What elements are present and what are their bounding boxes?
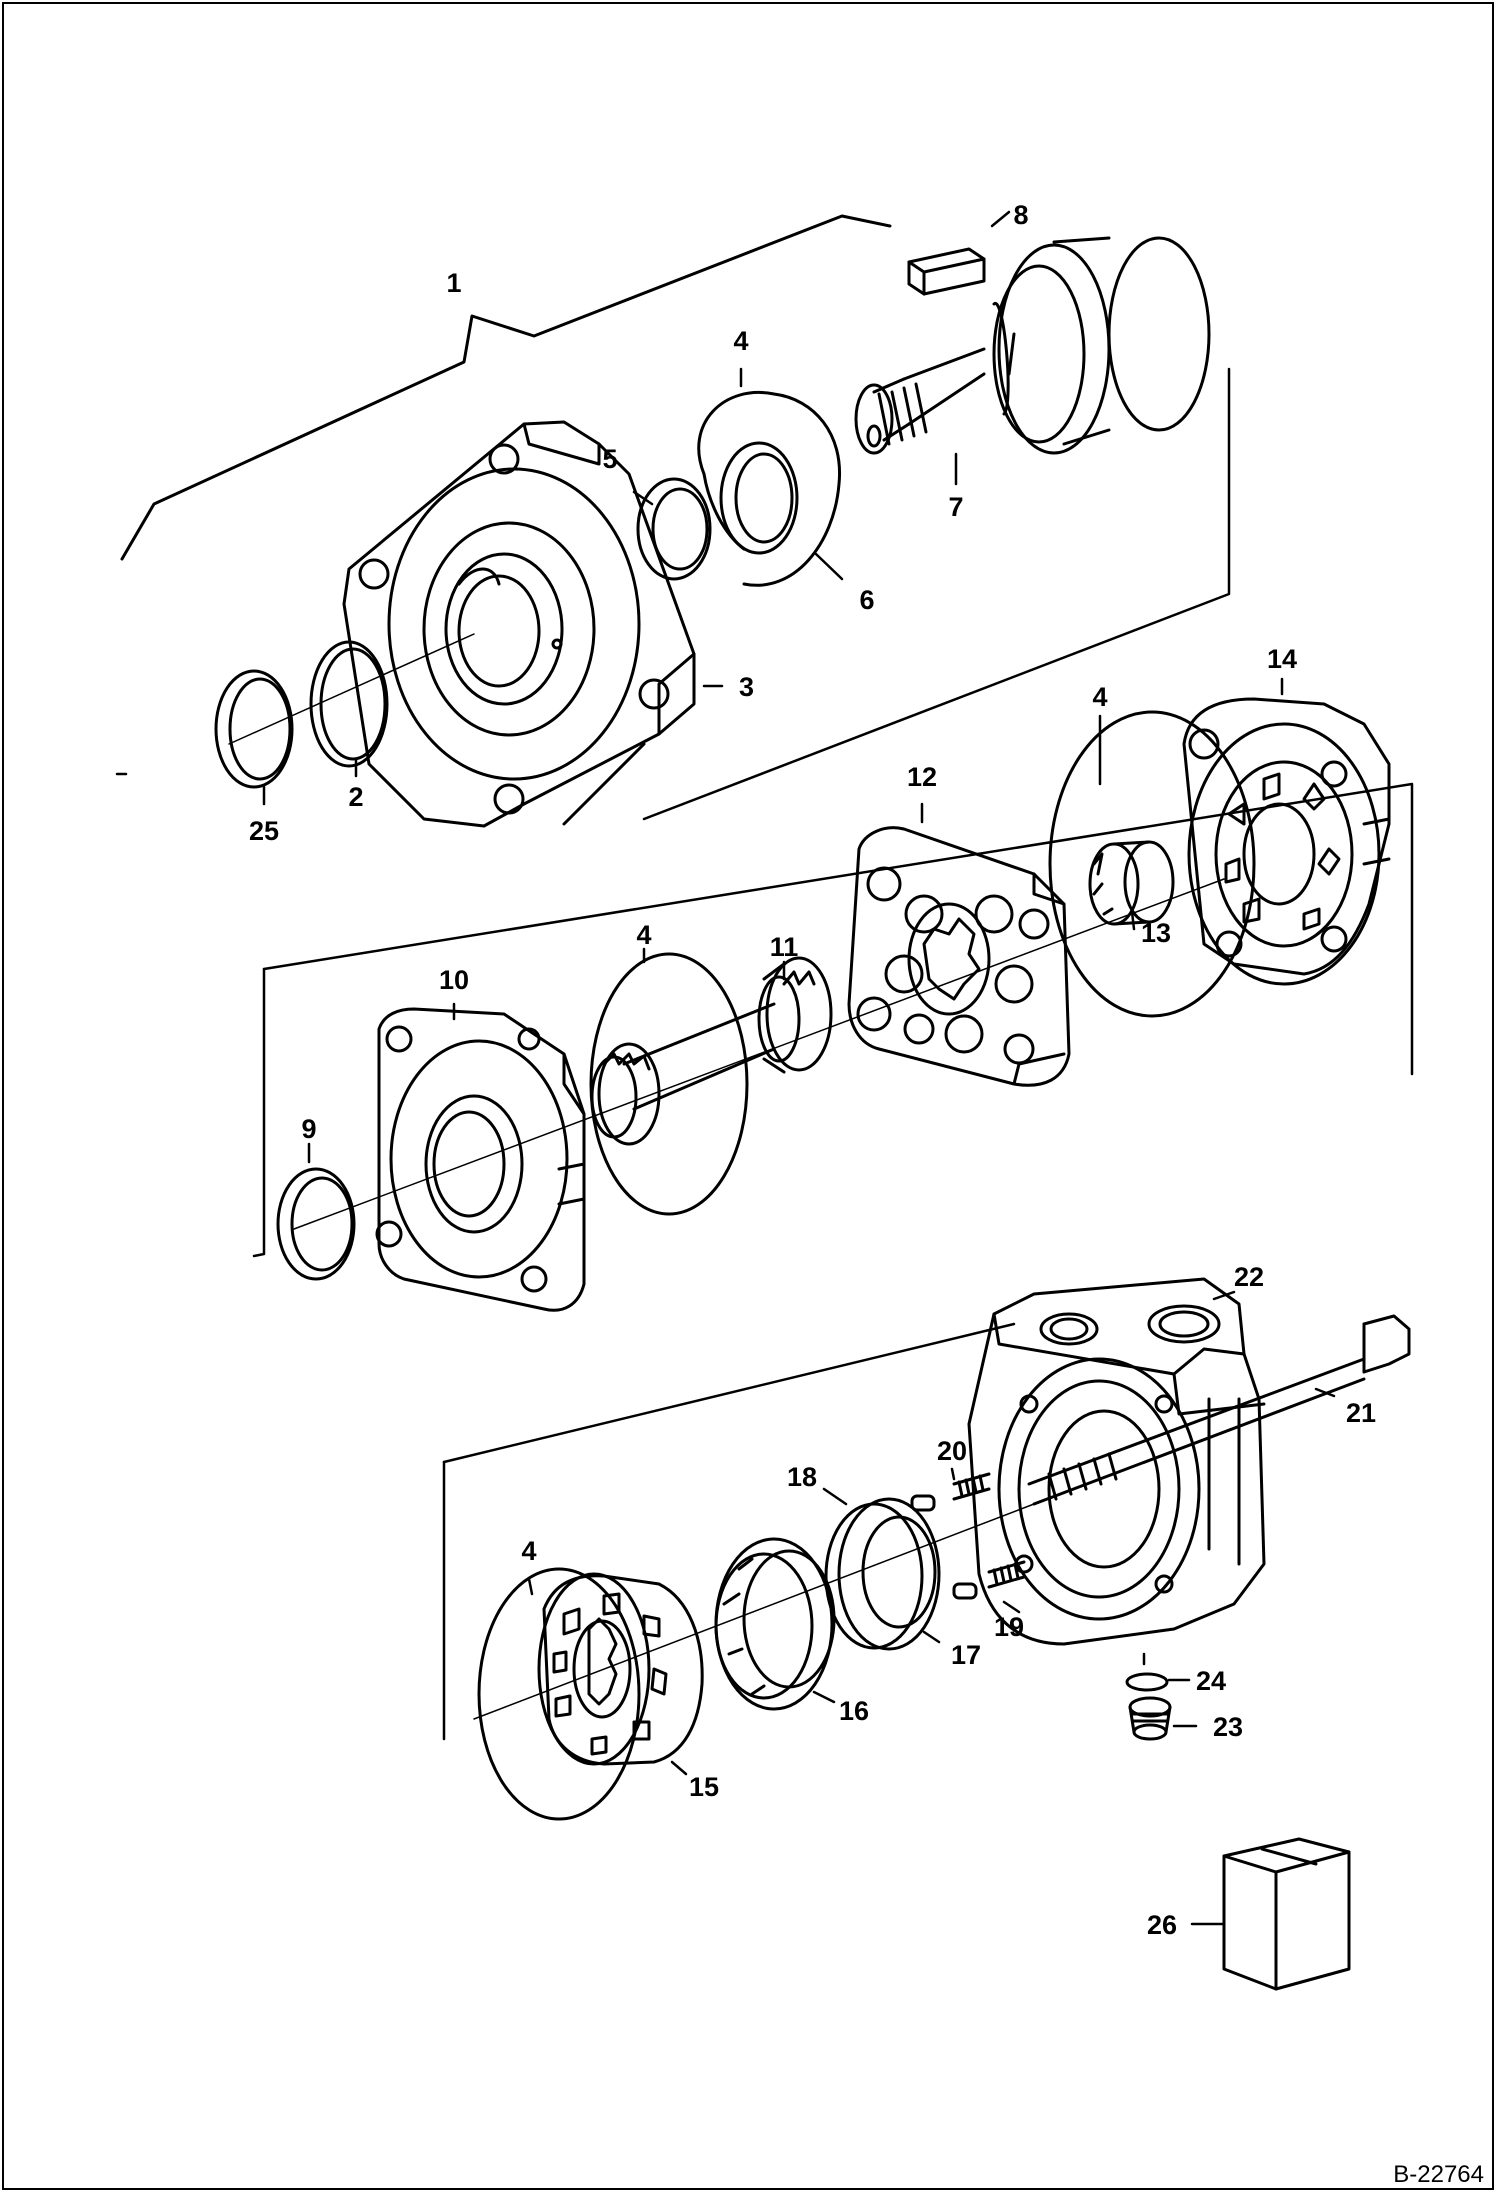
callout-22: 22 [1234, 1262, 1264, 1292]
callout-4-mid-left: 4 [636, 920, 651, 950]
part-19-spring-bottom [952, 1560, 1026, 1600]
callout-24: 24 [1196, 1666, 1226, 1696]
callout-7: 7 [948, 492, 963, 522]
part-24-o-ring [1125, 1672, 1169, 1692]
part-21-bolt [1027, 1314, 1411, 1506]
leader-lines [262, 210, 1336, 1926]
callout-13: 13 [1141, 918, 1171, 948]
callout-19: 19 [994, 1612, 1024, 1642]
callout-26: 26 [1147, 1910, 1177, 1940]
callout-6: 6 [859, 585, 874, 615]
part-23-plug [1128, 1696, 1172, 1741]
callout-23: 23 [1213, 1712, 1243, 1742]
part-16-bearing [714, 1537, 836, 1711]
callout-15: 15 [689, 1772, 719, 1802]
callout-20: 20 [937, 1436, 967, 1466]
part-10-wear-plate [375, 1007, 586, 1312]
section-outlines [115, 367, 1414, 1741]
part-6-bushing [719, 441, 799, 555]
axis-line-bottom [473, 1503, 1035, 1720]
callout-5: 5 [602, 444, 617, 474]
callout-labels: 1 2 3 4 5 6 7 8 25 14 12 4 4 11 13 10 9 … [249, 200, 1376, 1940]
assembly-brace [120, 214, 892, 561]
callout-21: 21 [1346, 1398, 1376, 1428]
part-13-spline-coupling [1088, 840, 1175, 926]
callout-4-mid-right: 4 [1092, 682, 1107, 712]
part-26-kit-box [1222, 1837, 1351, 1991]
part-20-spring-top [910, 1472, 991, 1512]
callout-3: 3 [739, 672, 754, 702]
part-9-ring [276, 1167, 356, 1281]
part-4-seal-ring-bottom [477, 1567, 641, 1821]
part-4-seal-ring-mid-left [589, 952, 749, 1216]
axis-line-mid [293, 878, 1225, 1230]
part-3-mounting-flange [342, 420, 696, 828]
document-number: B-22764 [1393, 2161, 1484, 2188]
part-25-ring [214, 669, 294, 789]
part-15-gerotor [537, 1572, 704, 1766]
part-4-seal-ring-mid-right [1048, 710, 1256, 1018]
callout-16: 16 [839, 1696, 869, 1726]
exploded-view-diagram: 1 2 3 4 5 6 7 8 25 14 12 4 4 11 13 10 9 … [115, 200, 1484, 2188]
part-5-ring [636, 477, 712, 581]
part-7-output-shaft [854, 236, 1211, 455]
callout-9: 9 [301, 1114, 316, 1144]
callout-4-top: 4 [733, 326, 748, 356]
callout-14: 14 [1267, 644, 1297, 674]
callout-18: 18 [787, 1462, 817, 1492]
axis-line-top [228, 633, 475, 745]
part-14-end-plate [1182, 697, 1391, 986]
callout-1: 1 [446, 268, 461, 298]
part-18-seal-plate [824, 1497, 941, 1651]
callout-25: 25 [249, 816, 279, 846]
callout-12: 12 [907, 762, 937, 792]
part-12-gerotor-housing [847, 826, 1071, 1087]
callout-17: 17 [951, 1640, 981, 1670]
callout-8: 8 [1013, 200, 1028, 230]
part-8-key [907, 247, 986, 296]
callout-2: 2 [348, 782, 363, 812]
part-22-valve-housing [967, 1277, 1266, 1646]
part-2-o-ring [309, 640, 389, 768]
callout-4-bottom: 4 [521, 1536, 536, 1566]
callout-11: 11 [770, 932, 799, 962]
callout-10: 10 [439, 965, 469, 995]
part-11-drive-shaft [590, 956, 833, 1146]
